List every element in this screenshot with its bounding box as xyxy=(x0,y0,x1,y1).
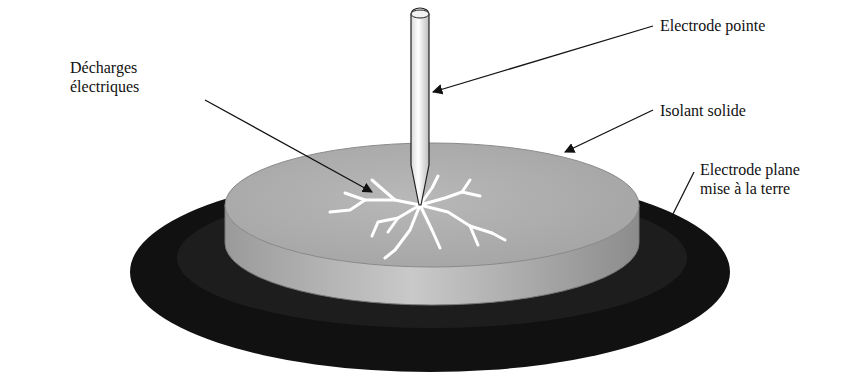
point-electrode-label: Electrode pointe xyxy=(660,16,820,35)
insulator-top xyxy=(225,143,639,267)
insulator-label: Isolant solide xyxy=(660,101,820,120)
needle-cap xyxy=(411,10,429,18)
plane-electrode-label: Electrode plane mise à la terre xyxy=(700,160,825,198)
discharge-label: Décharges électriques xyxy=(70,58,180,96)
needle-electrode xyxy=(411,8,429,205)
leader-arrows xyxy=(205,26,694,224)
ground-plate xyxy=(130,172,730,372)
